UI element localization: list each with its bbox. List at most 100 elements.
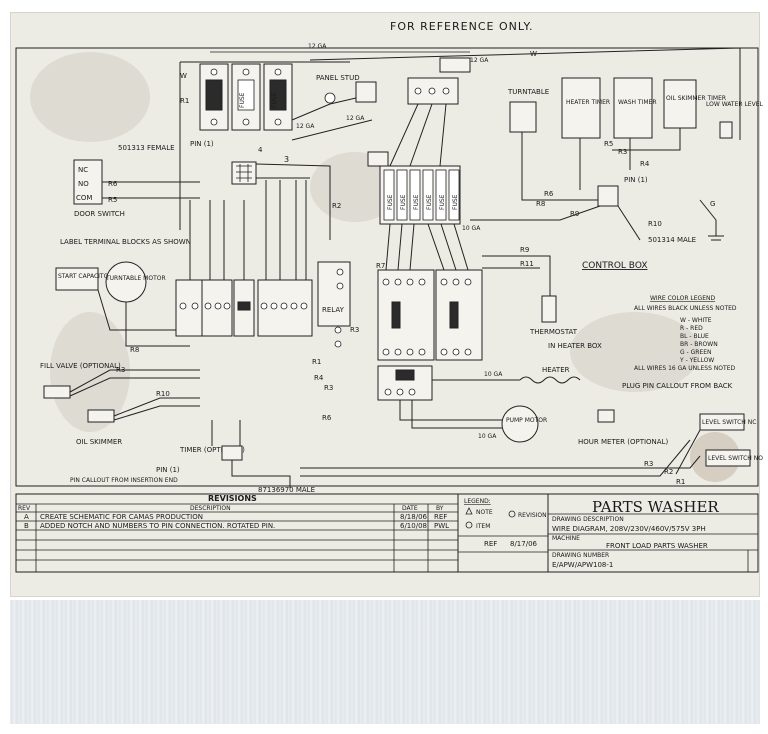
male-connector-icon — [597, 185, 619, 207]
fill-valve-connector — [43, 385, 71, 399]
heater-timer-box — [561, 77, 601, 139]
female-connector-label: 501313 FEMALE — [118, 144, 175, 152]
door-switch-nc: NC — [78, 166, 88, 174]
legend-item-label: ITEM — [476, 523, 490, 530]
scanner-artifact-band — [10, 600, 760, 724]
in-heater-box-label: IN HEATER BOX — [548, 342, 602, 350]
wire-label-4: 4 — [258, 146, 263, 154]
wire-label-g-right: G — [710, 200, 715, 208]
rev-a-date: 8/18/06 — [400, 513, 428, 521]
level-switch-no-label: LEVEL SWITCH NO — [708, 455, 763, 462]
panel-stud-icon — [324, 92, 336, 104]
male-connector-label: 501314 MALE — [648, 236, 696, 244]
reference-note: FOR REFERENCE ONLY. — [390, 20, 534, 33]
hour-meter-label: HOUR METER (OPTIONAL) — [578, 438, 668, 446]
revision-circle-icon — [508, 510, 516, 518]
main-fuse-block — [379, 165, 461, 225]
pump-motor-icon — [501, 405, 539, 443]
wire-label-12ga-mid2: 12 GA — [296, 123, 315, 130]
level-switch-no-box — [705, 449, 751, 467]
wire-label-r3-mid: R3 — [324, 384, 333, 392]
wire-label-r8-right: R8 — [536, 200, 545, 208]
legend-entry-3: BR - BROWN — [680, 341, 718, 348]
fuse-label-3: FUSE — [387, 194, 394, 210]
wire-label-r1: R1 — [180, 97, 189, 105]
legend-entry-4: G - GREEN — [680, 349, 712, 356]
wire-label-r2: R2 — [332, 202, 341, 210]
machine-value: FRONT LOAD PARTS WASHER — [606, 542, 708, 550]
heater-label: HEATER — [542, 366, 570, 374]
heater-icon — [519, 376, 581, 384]
wire-label-r5-right: R5 — [604, 140, 613, 148]
panel-stud-label: PANEL STUD — [316, 74, 360, 82]
drawing-description: WIRE DIAGRAM, 208V/230V/460V/575V 3PH — [552, 525, 706, 533]
drawing-number: E/APW/APW108-1 — [552, 561, 613, 569]
fuse-label-5: FUSE — [413, 194, 420, 210]
wire-label-r6-mid: R6 — [322, 414, 332, 422]
wire-label-r8: R8 — [130, 346, 139, 354]
legend-block-title: LEGEND: — [464, 498, 491, 505]
wash-timer-label: WASH TIMER — [618, 99, 657, 106]
wire-label-r11: R11 — [520, 260, 534, 268]
male-connector-bottom-label: 87136970 MALE — [258, 486, 315, 494]
fill-valve-label: FILL VALVE (OPTIONAL) — [40, 362, 121, 370]
wire-label-r5: R5 — [108, 196, 117, 204]
drawing-description-label: DRAWING DESCRIPTION — [552, 516, 624, 523]
label-terminal-note: LABEL TERMINAL BLOCKS AS SHOWN — [60, 238, 191, 246]
by-col-header: BY — [436, 505, 444, 512]
wire-label-w-left: W — [180, 72, 187, 80]
revisions-title: REVISIONS — [208, 494, 257, 503]
female-connector-icon — [231, 161, 257, 185]
legend-title: WIRE COLOR LEGEND — [650, 295, 715, 302]
fuse-label-2: FUSE — [271, 92, 278, 108]
wire-label-r9-right: R9 — [570, 210, 579, 218]
thermostat-icon — [541, 295, 557, 323]
turntable-motor-label: TURNTABLE MOTOR — [105, 275, 166, 282]
wire-label-r7: R7 — [376, 262, 385, 270]
oil-skimmer-connector — [87, 409, 115, 423]
oil-skimmer-timer-box — [663, 79, 697, 129]
fuse-label-1: FUSE — [239, 92, 246, 108]
fuse-holder-group: FUSE FUSE — [199, 63, 293, 131]
relay-box — [317, 261, 351, 327]
timer-connector — [221, 445, 243, 461]
legend-entry-1: R - RED — [680, 325, 703, 332]
start-capacitor-label: START CAPACITOR — [58, 273, 112, 280]
rev-b-by: PWL — [434, 522, 449, 530]
legend-entry-2: BL - BLUE — [680, 333, 709, 340]
drawn-by: REF — [484, 540, 497, 548]
low-water-level-switch — [719, 121, 733, 139]
fuse-label-7: FUSE — [439, 194, 446, 210]
rev-a-by: REF — [434, 513, 447, 521]
door-switch-label: DOOR SWITCH — [74, 210, 125, 218]
rev-b-desc: ADDED NOTCH AND NUMBERS TO PIN CONNECTIO… — [40, 522, 275, 530]
heater-timer-label: HEATER TIMER — [566, 99, 610, 106]
pin-label-right: PIN (1) — [624, 176, 648, 184]
legend-note-label: NOTE — [476, 509, 493, 516]
wire-label-r3-relay: R3 — [350, 326, 359, 334]
thermostat-label: THERMOSTAT — [529, 328, 578, 336]
wire-label-r1-mid: R1 — [312, 358, 321, 366]
machine-label: MACHINE — [552, 535, 580, 542]
title-block — [15, 493, 759, 573]
rev-a-desc: CREATE SCHEMATIC FOR CAMAS PRODUCTION — [40, 513, 203, 521]
door-switch-no: NO — [78, 180, 89, 188]
hour-meter-icon — [597, 409, 615, 423]
note-triangle-icon — [465, 507, 473, 515]
pump-motor-label: PUMP MOTOR — [506, 417, 547, 424]
terminal-blocks-row — [175, 279, 313, 337]
wire-label-r2-bottom: R2 — [664, 468, 673, 476]
control-box-label: CONTROL BOX — [582, 261, 648, 271]
contactor-left — [377, 269, 435, 361]
date-col-header: DATE — [402, 505, 418, 512]
rev-b-date: 6/10/08 — [400, 522, 427, 530]
wire-label-w-top: W — [530, 50, 537, 58]
turntable-label: TURNTABLE — [507, 88, 549, 96]
wire-label-10ga: 10 GA — [462, 225, 481, 232]
wire-label-r3-left: R3 — [116, 366, 125, 374]
ground-icon — [699, 199, 724, 241]
wire-label-10ga-heater: 10 GA — [484, 371, 503, 378]
wire-label-10ga-pump: 10 GA — [478, 433, 497, 440]
drawing-number-label: DRAWING NUMBER — [552, 552, 609, 559]
